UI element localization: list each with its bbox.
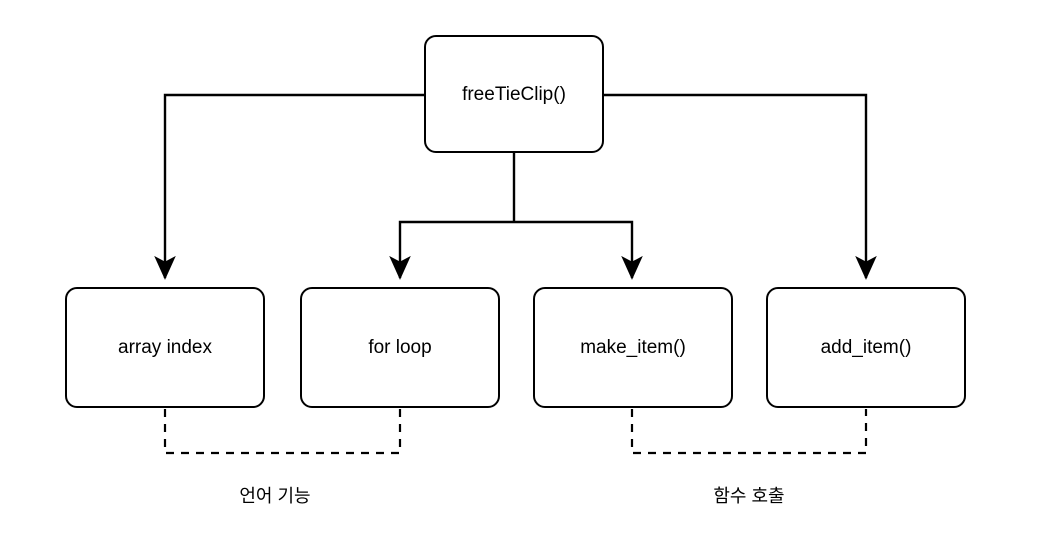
- connector-free-tie-clip-to-array-index: [154, 93, 424, 280]
- connector-free-tie-clip-to-make-item: [514, 220, 643, 280]
- node-for-loop-label: for loop: [368, 337, 432, 358]
- group-label-function-call: 함수 호출: [713, 486, 785, 506]
- node-add-item[interactable]: add_item(): [766, 287, 966, 408]
- node-free-tie-clip-label: freeTieClip(): [462, 83, 566, 105]
- node-free-tie-clip[interactable]: freeTieClip(): [424, 35, 604, 153]
- node-make-item-label: make_item(): [580, 337, 686, 358]
- group-bracket-language-feature: [163, 409, 402, 455]
- connector-free-tie-clip-to-add-item: [604, 93, 877, 280]
- group-bracket-function-call: [630, 409, 868, 455]
- node-make-item[interactable]: make_item(): [533, 287, 733, 408]
- node-array-index[interactable]: array index: [65, 287, 265, 408]
- node-add-item-label: add_item(): [820, 337, 912, 358]
- node-array-index-label: array index: [118, 337, 212, 358]
- group-label-language-feature: 언어 기능: [239, 486, 311, 506]
- connector-free-tie-clip-to-for-loop: [389, 220, 514, 280]
- node-for-loop[interactable]: for loop: [300, 287, 500, 408]
